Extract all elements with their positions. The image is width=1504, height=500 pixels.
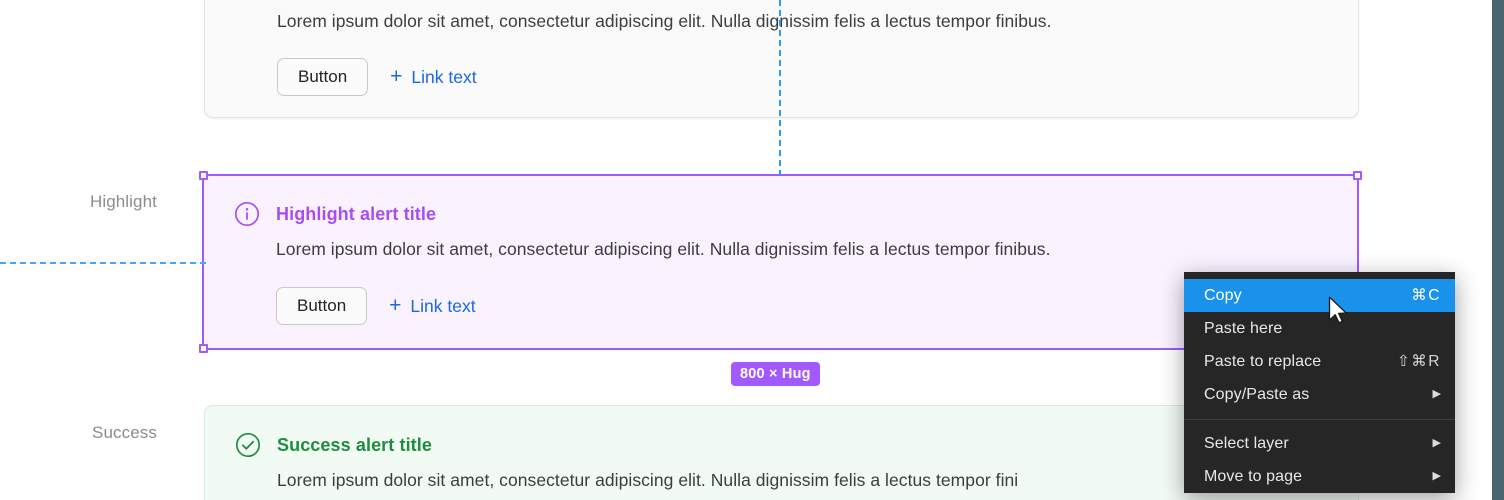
menu-item-move-to-page[interactable]: Move to page ▶	[1184, 460, 1455, 493]
guide-vertical	[779, 0, 781, 176]
button-highlight[interactable]: Button	[276, 287, 368, 325]
link-highlight[interactable]: + Link text	[389, 293, 476, 317]
alert-body-highlight: Lorem ipsum dolor sit amet, consectetur …	[276, 239, 1051, 259]
chevron-right-icon: ▶	[1432, 470, 1441, 482]
right-panel-strip	[1492, 0, 1504, 500]
info-circle-icon	[234, 201, 260, 227]
chevron-right-icon: ▶	[1432, 388, 1441, 400]
row-label-success: Success	[92, 423, 157, 442]
link-label-default: Link text	[411, 66, 477, 87]
alert-body-default: Lorem ipsum dolor sit amet, consectetur …	[277, 11, 1052, 31]
chevron-right-icon: ▶	[1432, 437, 1441, 449]
alert-card-highlight[interactable]: Highlight alert title Lorem ipsum dolor …	[204, 175, 1358, 349]
menu-item-paste-to-replace[interactable]: Paste to replace ⇧⌘R	[1184, 345, 1455, 378]
menu-item-label: Copy	[1204, 286, 1242, 304]
menu-item-label: Copy/Paste as	[1204, 385, 1310, 403]
alert-title-highlight: Highlight alert title	[276, 204, 437, 224]
size-badge: 800 × Hug	[731, 362, 820, 386]
menu-item-copy-paste-as[interactable]: Copy/Paste as ▶	[1184, 378, 1455, 411]
menu-item-shortcut: ⌘C	[1411, 287, 1441, 304]
link-label-highlight: Link text	[410, 295, 476, 316]
menu-item-label: Select layer	[1204, 434, 1289, 452]
alert-title-success: Success alert title	[277, 435, 432, 455]
alert-actions-highlight: Button + Link text	[276, 287, 476, 325]
alert-actions-default: Button + Link text	[277, 58, 477, 96]
context-menu[interactable]: Copy ⌘C Paste here Paste to replace ⇧⌘R …	[1184, 272, 1455, 493]
row-label-highlight: Highlight	[89, 192, 157, 211]
plus-icon: +	[390, 64, 403, 88]
menu-item-label: Paste to replace	[1204, 352, 1322, 370]
menu-item-shortcut: ⇧⌘R	[1396, 353, 1441, 370]
menu-separator	[1184, 419, 1455, 420]
alert-card-default[interactable]: Lorem ipsum dolor sit amet, consectetur …	[204, 0, 1359, 118]
button-default[interactable]: Button	[277, 58, 369, 96]
menu-item-label: Paste here	[1204, 319, 1283, 337]
link-default[interactable]: + Link text	[390, 64, 477, 88]
check-circle-icon	[235, 432, 261, 458]
guide-horizontal	[0, 262, 206, 264]
plus-icon: +	[389, 293, 402, 317]
alert-body-success: Lorem ipsum dolor sit amet, consectetur …	[277, 470, 1019, 490]
alert-card-success[interactable]: Success alert title Lorem ipsum dolor si…	[204, 405, 1359, 500]
menu-item-paste-here[interactable]: Paste here	[1184, 312, 1455, 345]
menu-item-select-layer[interactable]: Select layer ▶	[1184, 427, 1455, 460]
menu-item-label: Move to page	[1204, 467, 1303, 485]
menu-item-copy[interactable]: Copy ⌘C	[1184, 279, 1455, 312]
